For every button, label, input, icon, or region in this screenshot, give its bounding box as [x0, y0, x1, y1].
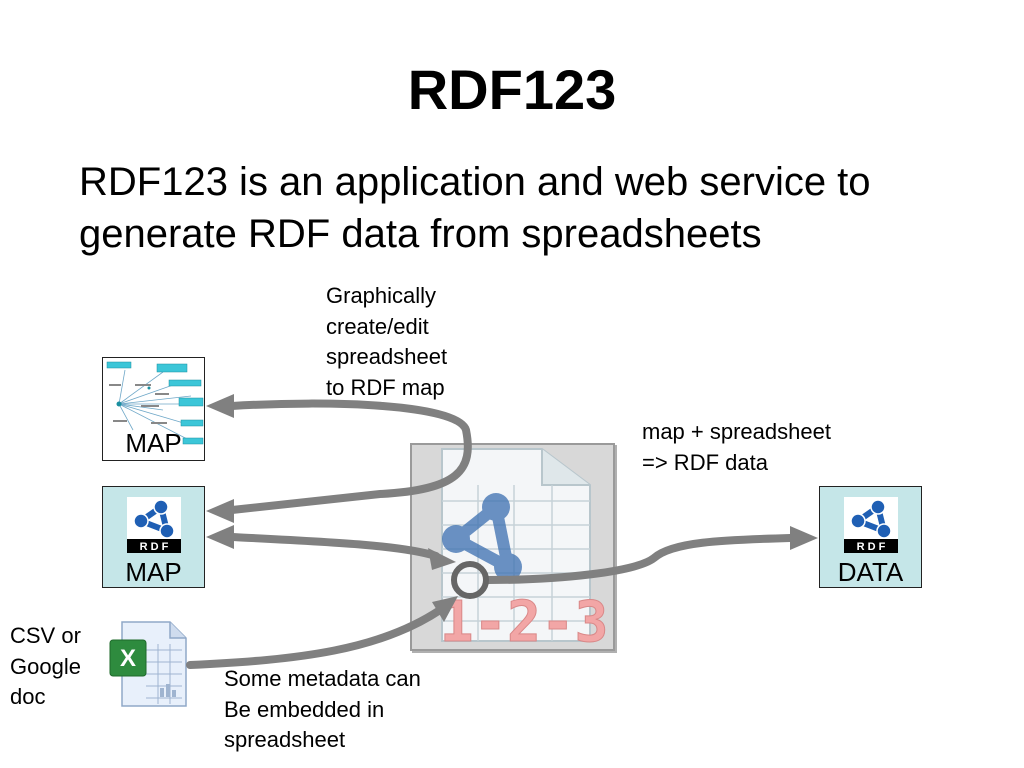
svg-text:X: X	[120, 645, 136, 672]
map-rdf-label: MAP	[125, 557, 182, 587]
map-graph-label: MAP	[125, 428, 182, 458]
slide-title: RDF123	[407, 58, 617, 121]
data-rdf-label: DATA	[837, 557, 904, 587]
map-graph-box: MAP	[102, 357, 205, 461]
rdf-logo-text: R D F	[857, 541, 886, 553]
arrow-csv-to-app	[186, 606, 444, 669]
arrow-app-to-data	[484, 534, 794, 584]
arrowhead-left-map-lower	[206, 525, 234, 549]
rdf123-app-icon: 1-2-3	[410, 443, 615, 651]
map-spreadsheet-note: map + spreadsheet => RDF data	[642, 419, 831, 475]
csv-source-note: CSV or Google doc	[10, 623, 81, 709]
arrowhead-csv-in	[432, 596, 458, 622]
rdf-logo-text: R D F	[140, 541, 169, 553]
arrowhead-left-map-upper	[206, 499, 234, 523]
slide-subtitle: RDF123 is an application and web service…	[79, 160, 871, 256]
data-rdf-box: R D F DATA	[819, 486, 922, 588]
processing-hub	[451, 561, 489, 599]
arrowhead-left-graph	[206, 394, 234, 418]
arrowhead-data	[790, 526, 818, 550]
app-number-text: 1-2-3	[440, 590, 609, 649]
arrow-to-graph-map	[228, 399, 472, 514]
map-rdf-box: R D F MAP	[102, 486, 205, 588]
rdf-logo-icon: R D F	[127, 497, 181, 553]
graphical-edit-note: Graphically create/edit spreadsheet to R…	[326, 283, 448, 400]
arrow-map-to-app	[228, 533, 440, 560]
arrowhead-app-in	[428, 548, 456, 570]
rdf-logo-icon: R D F	[844, 497, 898, 553]
spreadsheet-file-icon: X	[109, 621, 187, 707]
map-graph-thumbnail	[106, 361, 204, 445]
metadata-note: Some metadata can Be embedded in spreads…	[224, 666, 421, 752]
